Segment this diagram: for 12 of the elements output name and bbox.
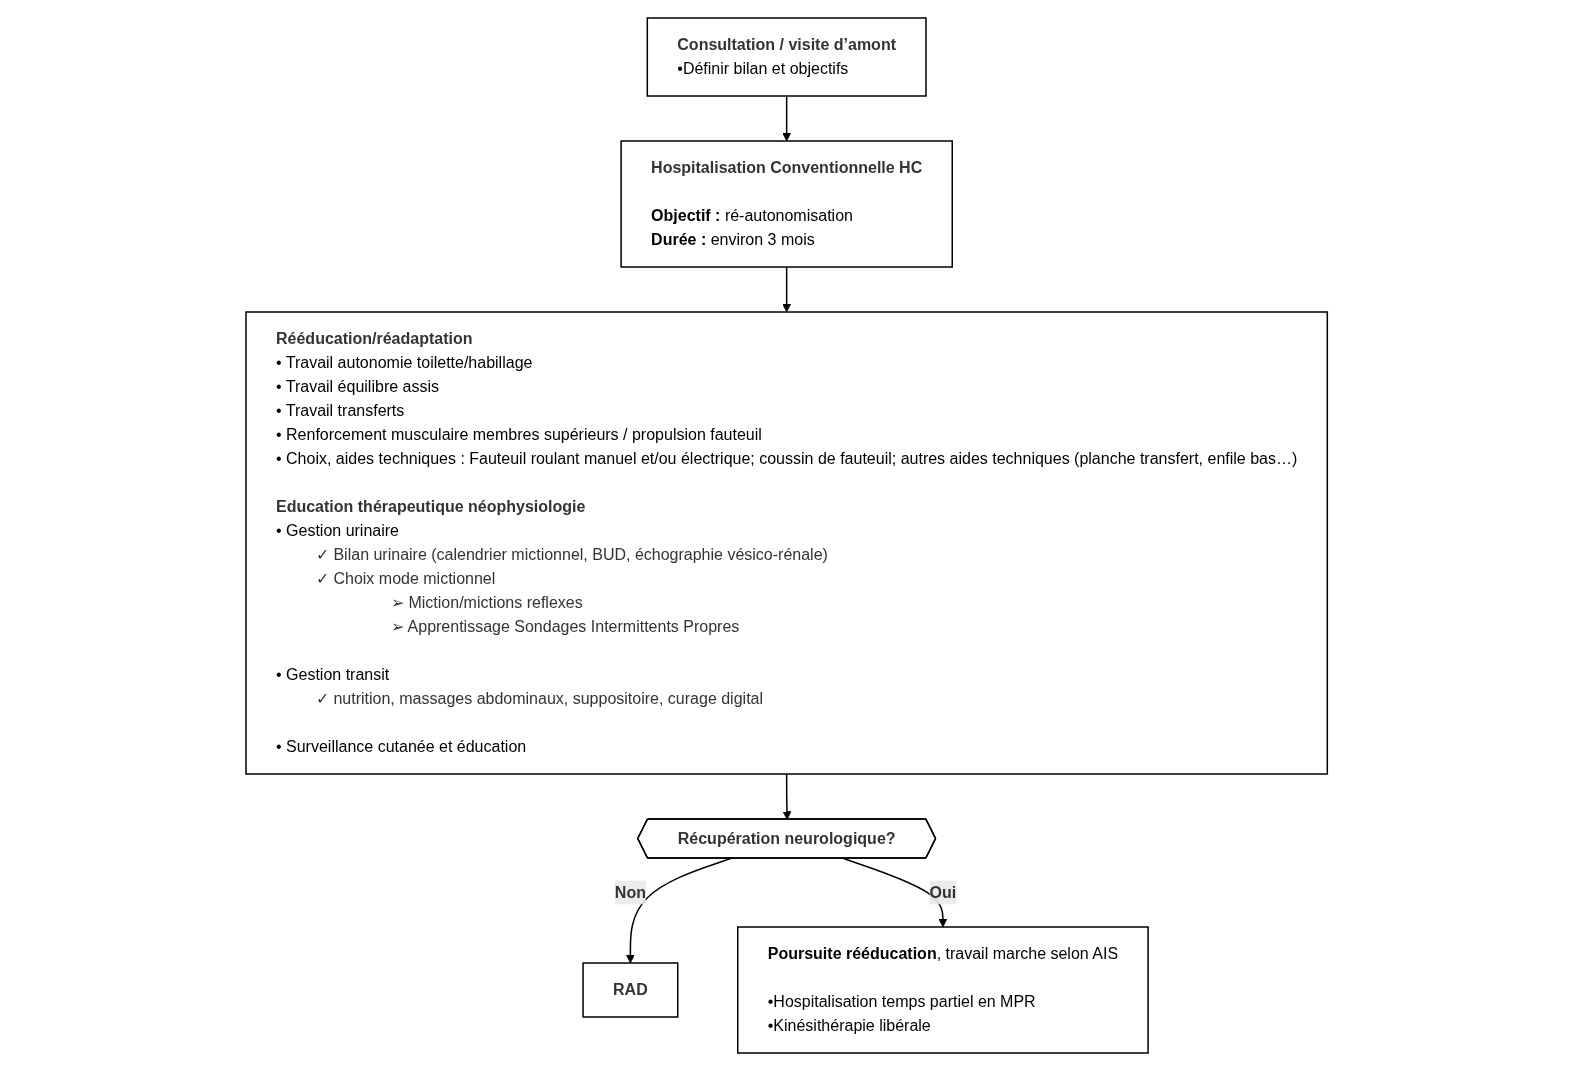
edge-label: Non <box>614 883 646 901</box>
arrow <box>842 857 948 928</box>
arrow <box>625 857 732 964</box>
edge-label: Oui <box>929 883 957 901</box>
node-box: Consultation / visite d’amont •Définir bilan et objectifs <box>646 17 927 97</box>
node-box: RAD <box>582 962 679 1018</box>
node-box: Rééducation/réadaptation • Travail autonomie toilette/habillage • Travail équilibre assis • Travail transferts • Renforcement musculaire membres supérieurs / propulsion fauteuil • Choix, aides techniques : Fauteuil roulant manuel et/ou électrique; coussin de fauteuil; autres aides techniques (planche transfert, enfile bas…) Education thérapeutique néophysiologie • Gestion urinaire ✓ Bilan urinaire (calendrier mictionnel, BUD, échographie vésico-rénale) ✓ Choix mode mictionnel ➢ Miction/mictions reflexes ➢ Apprentissage Sondages Intermittents Propres • Gestion transit ✓ nutrition, massages abdominaux, suppositoire, curage digital • Surveillance cutanée et éducation <box>245 311 1328 775</box>
arrow <box>782 773 792 820</box>
arrow <box>782 266 791 313</box>
node-box: Poursuite rééducation, travail marche selon AIS •Hospitalisation temps partiel en MPR •Kinésithérapie libérale <box>736 926 1149 1054</box>
node-box: Hospitalisation Conventionnelle HC Objectif : ré-autonomisation Durée : environ 3 mois <box>620 140 953 268</box>
arrow <box>782 95 791 142</box>
